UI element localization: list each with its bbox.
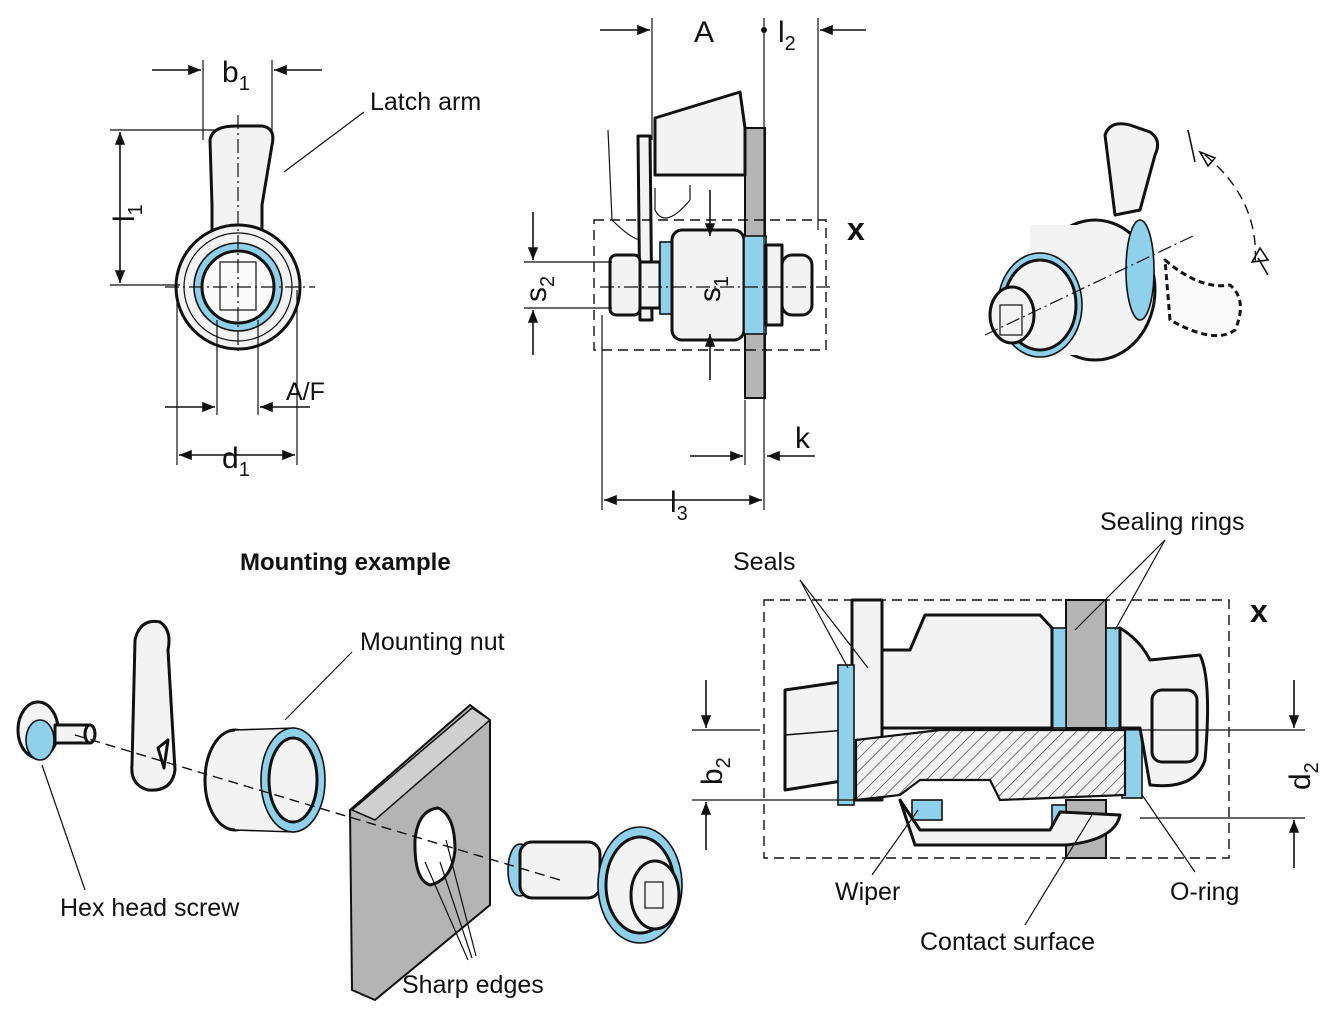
hex-head-side bbox=[608, 253, 642, 317]
label-contact-surface: Contact surface bbox=[920, 928, 1095, 956]
latch-arm-iso bbox=[1103, 122, 1160, 217]
detail-x: x b2 d2 Seals bbox=[692, 508, 1323, 956]
dim-l2: l2 bbox=[778, 16, 796, 55]
label-a: A bbox=[694, 16, 714, 49]
dim-b1: b1 bbox=[222, 56, 250, 95]
dim-d1: d1 bbox=[222, 442, 250, 481]
label-x-top: x bbox=[847, 211, 865, 247]
mounting-example-title: Mounting example bbox=[240, 549, 451, 576]
label-wiper: Wiper bbox=[835, 878, 900, 906]
dim-b2: b2 bbox=[696, 757, 735, 785]
label-af: A/F bbox=[286, 378, 325, 406]
label-o-ring: O-ring bbox=[1170, 878, 1239, 906]
isometric-view bbox=[984, 122, 1270, 362]
label-mounting-nut: Mounting nut bbox=[360, 628, 505, 656]
label-x-detail: x bbox=[1250, 593, 1268, 629]
dim-s2: s2 bbox=[520, 276, 559, 302]
label-sealing-rings: Sealing rings bbox=[1100, 508, 1245, 536]
latch-arm-front bbox=[208, 124, 275, 237]
mounting-example: Mounting example Hex head screw Mount bbox=[16, 549, 683, 1002]
label-hex-head-screw: Hex head screw bbox=[60, 894, 240, 922]
label-sharp-edges: Sharp edges bbox=[402, 971, 544, 999]
dim-d2: d2 bbox=[1284, 762, 1323, 790]
front-view: b1 l1 A/F d1 Latch arm bbox=[108, 56, 481, 481]
label-latch-arm: Latch arm bbox=[370, 88, 481, 116]
detail-x-frame-large bbox=[763, 599, 1230, 859]
dim-l1: l1 bbox=[108, 204, 147, 222]
dim-s1: s1 bbox=[694, 276, 733, 302]
dim-l3: l3 bbox=[670, 486, 688, 525]
side-view: x A l2 s2 s1 k l3 bbox=[520, 16, 866, 525]
label-seals: Seals bbox=[733, 548, 796, 576]
panel-cutout bbox=[653, 90, 747, 177]
latch-arm-mount bbox=[130, 619, 177, 792]
label-k: k bbox=[795, 422, 811, 455]
panel-hole bbox=[413, 806, 457, 887]
rotation-arc bbox=[1204, 154, 1257, 266]
body-side bbox=[670, 228, 746, 342]
section-hatch bbox=[854, 728, 1127, 802]
